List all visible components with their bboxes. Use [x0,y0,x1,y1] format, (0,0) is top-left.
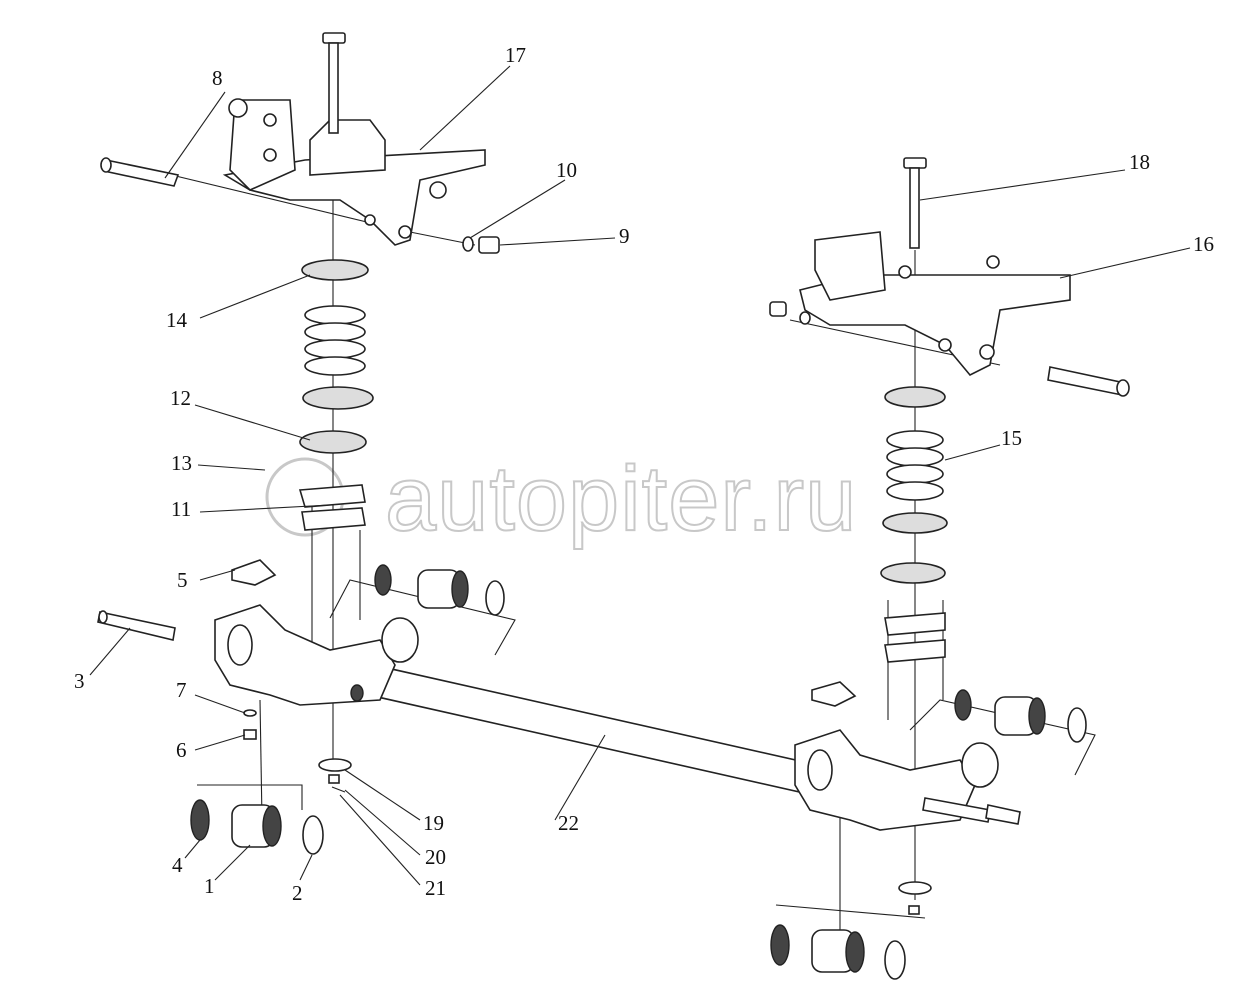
leader-line [89,627,131,676]
leader-line [197,464,266,471]
upper-bracket-right [769,157,1130,397]
leader-line [214,844,251,881]
callout-label: 20 [425,845,446,869]
leader-line [194,734,246,751]
leader-line [299,854,313,881]
callout-label: 17 [505,43,526,67]
leader-line [469,179,566,239]
pin-8 [100,157,180,187]
callout-label: 22 [558,811,579,835]
callout-labels: 8 17 10 9 18 16 14 12 13 11 15 5 3 7 6 1… [74,43,1214,905]
lower-arm-left [97,559,419,706]
callout-label: 9 [619,224,630,248]
callout-label: 15 [1001,426,1022,450]
callout-label: 16 [1193,232,1214,256]
callout-label: 19 [423,811,444,835]
callout-label: 10 [556,158,577,182]
callout-label: 7 [176,678,187,702]
lower-arm-right [794,681,1021,831]
bushing-left-lower [190,709,324,855]
callout-label: 12 [170,386,191,410]
watermark: autopiter.ru [265,447,857,551]
callout-label: 14 [166,308,188,332]
callout-label: 8 [212,66,223,90]
callout-label: 1 [204,874,215,898]
leader-line [199,504,331,513]
leader-line [919,169,1126,201]
bushing-left-upper [374,564,505,616]
spring-right [880,386,948,663]
leader-line [344,789,421,856]
leader-line [199,569,236,581]
leader-line [339,794,421,886]
upper-bracket-left [222,98,486,246]
callout-label: 3 [74,669,85,693]
bushing-right-lower [770,881,932,980]
bushing-right-upper [954,689,1087,743]
nut-washer-9-10 [462,236,500,254]
callout-label: 11 [171,497,191,521]
svg-text:autopiter.ru: autopiter.ru [385,448,857,550]
leader-line [944,444,1001,461]
leader-line [419,65,511,151]
spring-left [298,259,374,531]
leader-line [184,839,201,859]
leader-lines [89,65,1191,886]
callout-label: 2 [292,881,303,905]
callout-label: 13 [171,451,192,475]
leader-line [194,404,311,441]
bump-stop-19-left [318,758,352,793]
leader-line [1059,247,1191,279]
callout-label: 4 [172,853,183,877]
bolt-18-left [322,32,346,134]
callout-label: 6 [176,738,187,762]
callout-label: 5 [177,568,188,592]
leader-line [344,769,421,821]
leader-line [199,274,311,319]
callout-label: 21 [425,876,446,900]
leader-line [499,237,616,246]
leader-line [554,734,606,821]
leader-line [164,91,226,179]
callout-label: 18 [1129,150,1150,174]
leader-line [194,694,246,714]
